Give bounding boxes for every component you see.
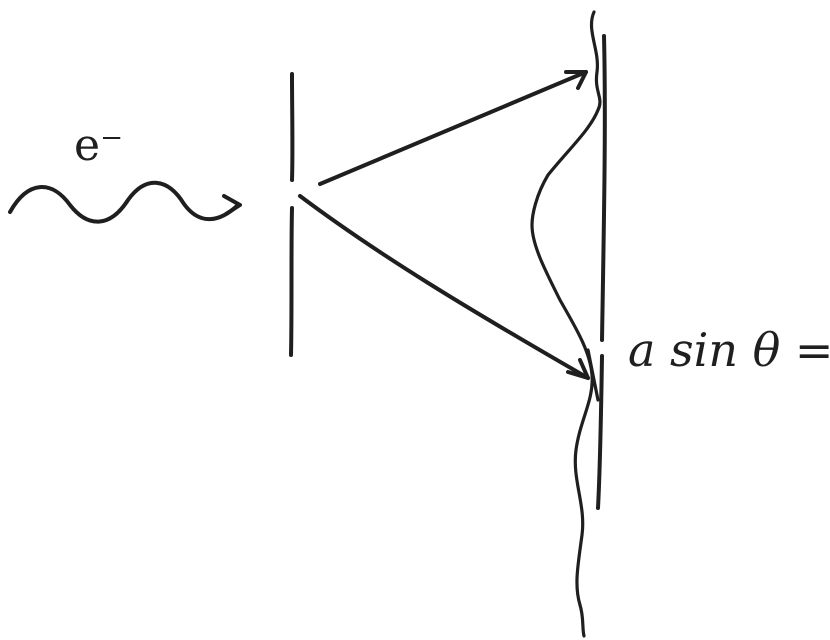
incident-wave	[8, 180, 242, 224]
intensity-pattern	[530, 10, 602, 638]
electron-label: e⁻	[74, 120, 123, 171]
ray-upper-line	[318, 70, 588, 186]
barrier-lower	[289, 206, 294, 357]
ray-upper	[318, 70, 588, 186]
minimum-mark	[586, 348, 600, 402]
ray-upper-arrowhead	[564, 70, 588, 90]
ray-lower-line	[298, 194, 590, 380]
detection-screen	[596, 34, 607, 510]
slit-barrier	[289, 72, 295, 357]
ray-lower	[298, 194, 590, 380]
incident-wave-arrowhead	[222, 194, 242, 216]
ray-lower-arrowhead	[566, 358, 590, 380]
incident-wave-line	[8, 180, 240, 224]
minimum-condition-label: a sin θ = λ	[628, 323, 830, 377]
